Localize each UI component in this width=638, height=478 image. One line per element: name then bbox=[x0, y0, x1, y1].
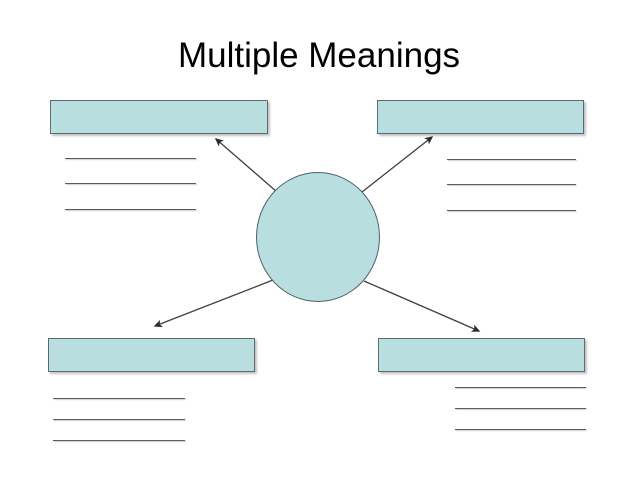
writing-line-bottom-left-3[interactable] bbox=[53, 440, 185, 441]
meaning-box-top-left-label bbox=[51, 101, 267, 133]
writing-line-top-right-1[interactable] bbox=[447, 159, 576, 160]
center-word-ellipse[interactable] bbox=[256, 172, 380, 302]
connector-to-bottom-left bbox=[153, 279, 274, 328]
writing-line-top-right-3[interactable] bbox=[447, 210, 576, 211]
writing-line-bottom-right-3[interactable] bbox=[455, 429, 586, 430]
meaning-box-bottom-left-label bbox=[49, 339, 254, 371]
writing-line-top-left-3[interactable] bbox=[65, 209, 196, 210]
meaning-box-bottom-right[interactable] bbox=[378, 338, 585, 372]
meaning-box-bottom-left[interactable] bbox=[48, 338, 255, 372]
center-word-label bbox=[257, 173, 379, 301]
writing-line-top-left-1[interactable] bbox=[65, 158, 196, 159]
meaning-box-top-left[interactable] bbox=[50, 100, 268, 134]
writing-line-bottom-left-1[interactable] bbox=[53, 398, 185, 399]
writing-line-top-right-2[interactable] bbox=[447, 184, 576, 185]
meaning-box-top-right-label bbox=[378, 101, 583, 133]
writing-line-bottom-right-2[interactable] bbox=[455, 408, 586, 409]
writing-line-bottom-right-1[interactable] bbox=[455, 387, 586, 388]
page-title: Multiple Meanings bbox=[177, 36, 461, 75]
meaning-box-bottom-right-label bbox=[379, 339, 584, 371]
connector-to-bottom-right bbox=[363, 280, 481, 332]
writing-line-top-left-2[interactable] bbox=[65, 183, 196, 184]
writing-line-bottom-left-2[interactable] bbox=[53, 419, 185, 420]
meaning-box-top-right[interactable] bbox=[377, 100, 584, 134]
